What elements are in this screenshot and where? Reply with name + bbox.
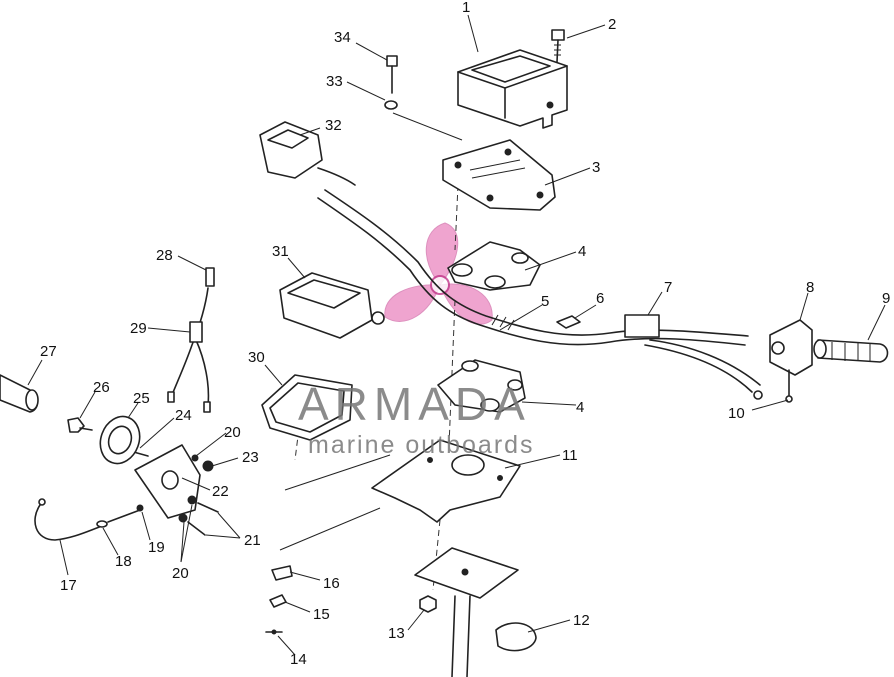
callout-24: 24 <box>175 407 192 424</box>
part-4-upper-clamp <box>447 241 541 291</box>
callout-17: 17 <box>60 577 77 594</box>
part-4-lower-clamp <box>437 359 526 413</box>
part-26-bolt <box>67 417 93 433</box>
callout-20-upper: 20 <box>224 424 241 441</box>
callout-22: 22 <box>212 483 229 500</box>
part-33-washer <box>384 100 398 110</box>
part-21-screws <box>187 502 219 536</box>
callout-25: 25 <box>133 390 150 407</box>
callout-2: 2 <box>608 16 616 33</box>
part-34-screw <box>386 55 398 94</box>
callout-18: 18 <box>115 553 132 570</box>
callout-8: 8 <box>806 279 814 296</box>
callout-3: 3 <box>592 159 600 176</box>
part-11-bracket-plate <box>371 439 521 523</box>
callout-29: 29 <box>130 320 147 337</box>
callout-23: 23 <box>242 449 259 466</box>
steering-post <box>414 547 519 677</box>
callout-7: 7 <box>664 279 672 296</box>
callout-6: 6 <box>596 290 604 307</box>
part-17-cable <box>34 498 106 541</box>
callout-4-upper: 4 <box>578 243 586 260</box>
part-7-brake-lever <box>624 314 763 400</box>
callout-33: 33 <box>326 73 343 90</box>
part-18-ferrule <box>96 520 108 528</box>
part-13-nut <box>419 595 437 613</box>
part-29-wire-harness <box>167 287 211 413</box>
part-20-washer-lower <box>178 495 197 523</box>
part-1-handlebar-pad <box>457 49 568 129</box>
callout-32: 32 <box>325 117 342 134</box>
part-31-speedometer <box>279 272 385 339</box>
callout-15: 15 <box>313 606 330 623</box>
callout-5: 5 <box>541 293 549 310</box>
callout-4-lower: 4 <box>576 399 584 416</box>
part-27-cylinder <box>0 374 39 413</box>
callout-28: 28 <box>156 247 173 264</box>
part-14-pin <box>265 629 283 635</box>
part-10-screw <box>785 369 793 403</box>
part-20-washer-upper <box>191 454 199 462</box>
part-9-grip <box>813 339 889 363</box>
callout-27: 27 <box>40 343 57 360</box>
callout-21: 21 <box>244 532 261 549</box>
callout-1: 1 <box>462 0 470 16</box>
watermark-text: ARMADA marine outboards <box>298 378 535 459</box>
callout-13: 13 <box>388 625 405 642</box>
part-32-switch-housing <box>259 121 356 186</box>
part-30-speedometer-bezel <box>261 374 353 441</box>
callout-9: 9 <box>882 290 890 307</box>
part-12-clamp <box>495 622 537 652</box>
leader-lines <box>27 14 886 656</box>
callout-30: 30 <box>248 349 265 366</box>
part-15-clip <box>269 594 287 608</box>
part-19-cable-end <box>107 504 144 523</box>
watermark-tagline: marine outboards <box>308 431 535 459</box>
part-22-switch-bracket <box>134 444 201 519</box>
callout-20-lower: 20 <box>172 565 189 582</box>
part-2-bolt <box>551 29 565 63</box>
callout-12: 12 <box>573 612 590 629</box>
callout-26: 26 <box>93 379 110 396</box>
callout-31: 31 <box>272 243 289 260</box>
callout-10: 10 <box>728 405 745 422</box>
part-8-throttle-housing <box>769 319 813 376</box>
part-16-clip <box>271 565 293 581</box>
callout-14: 14 <box>290 651 307 668</box>
part-23-nut <box>202 460 214 472</box>
part-6-spacer <box>556 315 581 329</box>
callout-34: 34 <box>334 29 351 46</box>
callout-11: 11 <box>562 447 578 464</box>
watermark-brand: ARMADA <box>298 378 531 430</box>
callout-19: 19 <box>148 539 165 556</box>
part-28-connector <box>205 267 215 287</box>
part-25-ring <box>99 415 141 465</box>
part-3-mounting-plate <box>442 139 556 211</box>
callout-16: 16 <box>323 575 340 592</box>
callout-numbers: 1 2 3 4 4 5 6 7 8 9 10 11 12 13 14 15 16… <box>40 0 890 668</box>
